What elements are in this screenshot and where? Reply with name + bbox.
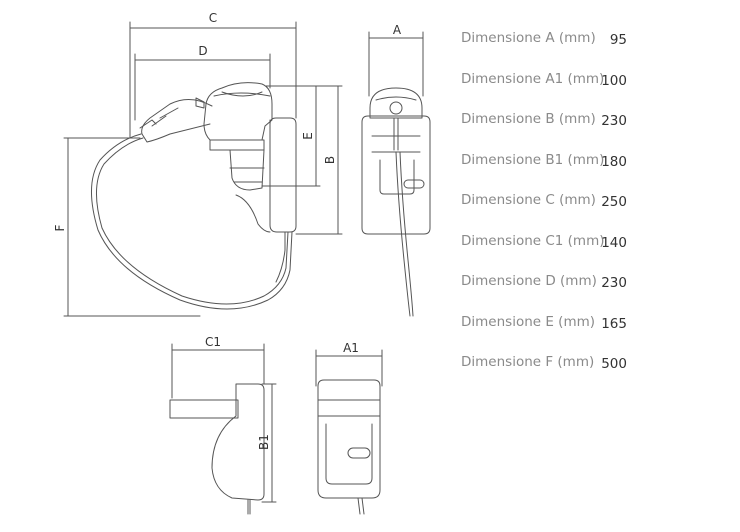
spec-value: 180 (601, 153, 627, 170)
spec-value: 140 (601, 234, 627, 251)
spec-value: 250 (601, 194, 627, 210)
dimension-spec-table: Dimensione A (mm) 95 Dimensione A1 (mm) … (461, 24, 661, 389)
dimension-b (295, 85, 343, 235)
label-e: E (301, 132, 315, 140)
spec-value: 500 (601, 356, 627, 372)
label-c: C (209, 11, 217, 25)
dimension-d (134, 53, 271, 121)
label-a1: A1 (343, 341, 359, 355)
spec-label: Dimensione A (mm) (461, 30, 596, 46)
spec-value: 100 (601, 72, 627, 89)
label-b: B (323, 156, 337, 164)
spec-label: Dimensione B (mm) (461, 111, 596, 127)
spec-label: Dimensione B1 (mm) (461, 151, 605, 168)
spec-value: 230 (601, 275, 627, 291)
spec-label: Dimensione D (mm) (461, 273, 597, 289)
spec-label: Dimensione A1 (mm) (461, 70, 605, 87)
spec-row: Dimensione D (mm) 230 (461, 267, 661, 308)
dimension-a (368, 31, 424, 97)
spec-value: 230 (601, 113, 627, 129)
spec-label: Dimensione C1 (mm) (461, 232, 605, 249)
side-view (90, 82, 297, 310)
label-a: A (393, 23, 402, 37)
spec-row: Dimensione F (mm) 500 (461, 348, 661, 389)
dimension-c1 (171, 343, 265, 399)
label-f: F (53, 224, 67, 231)
spec-row: Dimensione B (mm) 230 (461, 105, 661, 146)
spec-row: Dimensione B1 (mm) 180 (461, 146, 661, 187)
dimension-c (129, 21, 297, 139)
bottom-right-view (317, 379, 381, 515)
front-view (361, 87, 431, 317)
spec-row: Dimensione A (mm) 95 (461, 24, 661, 65)
dimension-a1 (315, 349, 383, 387)
spec-row: Dimensione C (mm) 250 (461, 186, 661, 227)
dimension-b1 (261, 383, 277, 503)
label-b1: B1 (257, 434, 271, 450)
spec-row: Dimensione E (mm) 165 (461, 308, 661, 349)
spec-label: Dimensione C (mm) (461, 192, 596, 208)
label-d: D (198, 44, 207, 58)
label-c1: C1 (205, 335, 221, 349)
spec-value: 165 (601, 315, 627, 332)
dimension-e (261, 85, 321, 187)
spec-row: Dimensione A1 (mm) 100 (461, 65, 661, 106)
spec-label: Dimensione F (mm) (461, 354, 595, 370)
bottom-left-view (169, 383, 265, 515)
spec-row: Dimensione C1 (mm) 140 (461, 227, 661, 268)
spec-value: 95 (609, 32, 627, 48)
dimension-f (63, 137, 201, 317)
spec-label: Dimensione E (mm) (461, 313, 596, 330)
